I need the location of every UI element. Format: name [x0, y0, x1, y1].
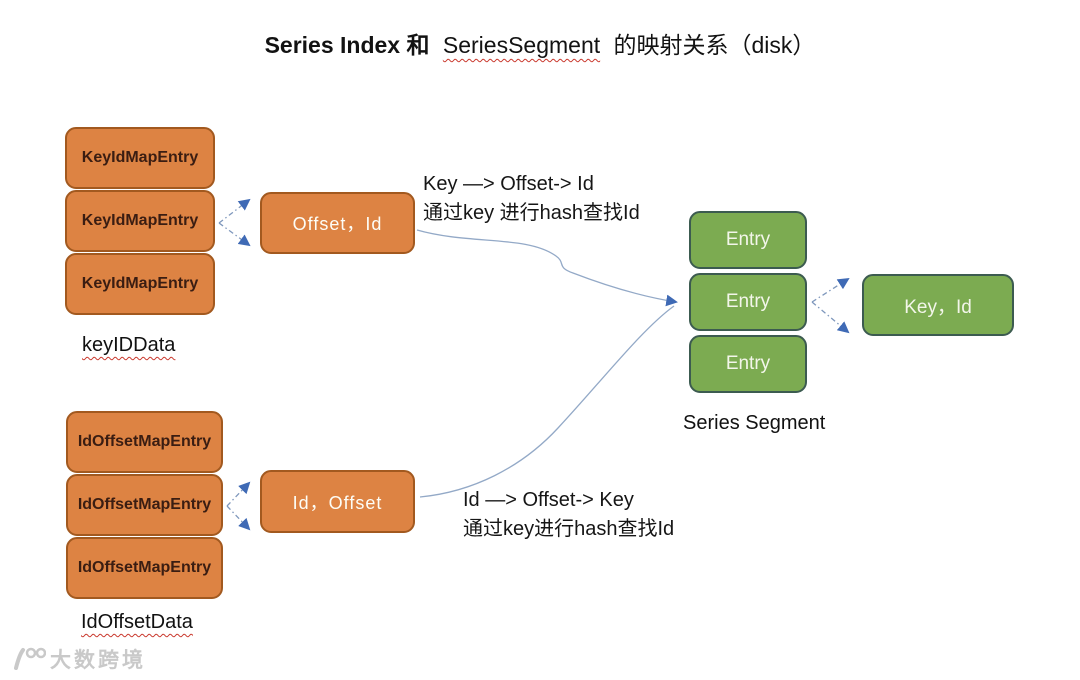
id-flow-line1: Id —> Offset-> Key	[463, 489, 634, 511]
idoffset-map-entry-box: IdOffsetMapEntry	[66, 411, 223, 473]
entry-box: Entry	[689, 211, 807, 269]
idoffset-map-entry-box: IdOffsetMapEntry	[66, 537, 223, 599]
series-segment-stack: Entry Entry Entry	[689, 211, 807, 393]
watermark: 大数跨境	[10, 644, 146, 674]
page-title: Series Index 和 SeriesSegment 的映射关系（disk）	[0, 26, 1080, 60]
idoffset-map-entry-box: IdOffsetMapEntry	[66, 474, 223, 536]
offset-id-node: Offset，Id	[260, 192, 415, 254]
keyid-map-entry-box: KeyIdMapEntry	[65, 253, 215, 315]
title-bold-segment: Series Index 和	[264, 32, 430, 58]
entry-to-keyid-dashed-arrows	[811, 277, 850, 334]
entry-box: Entry	[689, 273, 807, 331]
keyiddata-label: keyIDData	[82, 334, 176, 356]
idoffsetdata-label: IdOffsetData	[81, 611, 193, 633]
title-rest-segment: 的映射关系（disk）	[613, 32, 816, 58]
entry-box: Entry	[689, 335, 807, 393]
keyid-to-offsetid-dashed-arrows	[218, 198, 251, 247]
keyid-map-stack: KeyIdMapEntry KeyIdMapEntry KeyIdMapEntr…	[65, 127, 215, 315]
watermark-logo-icon	[14, 647, 46, 670]
id-offset-node: Id，Offset	[260, 470, 415, 533]
id-flow-line2: 通过key进行hash查找Id	[463, 518, 675, 540]
series-segment-label: Series Segment	[683, 412, 826, 434]
key-flow-line1: Key —> Offset-> Id	[423, 173, 594, 195]
curved-connectors-to-entry	[416, 229, 678, 498]
keyid-map-entry-box: KeyIdMapEntry	[65, 190, 215, 252]
idoffset-map-stack: IdOffsetMapEntry IdOffsetMapEntry IdOffs…	[66, 411, 223, 599]
key-flow-annotation: Key —> Offset-> Id 通过key 进行hash查找Id	[423, 170, 640, 228]
keyid-map-entry-box: KeyIdMapEntry	[65, 127, 215, 189]
id-flow-annotation: Id —> Offset-> Key 通过key进行hash查找Id	[463, 486, 674, 544]
key-flow-line2: 通过key 进行hash查找Id	[423, 202, 640, 224]
title-underlined-segment: SeriesSegment	[442, 32, 601, 58]
idoffset-to-idoffsetnode-dashed-arrows	[226, 481, 251, 531]
watermark-text: 大数跨境	[50, 649, 146, 672]
key-id-node: Key，Id	[862, 274, 1014, 336]
